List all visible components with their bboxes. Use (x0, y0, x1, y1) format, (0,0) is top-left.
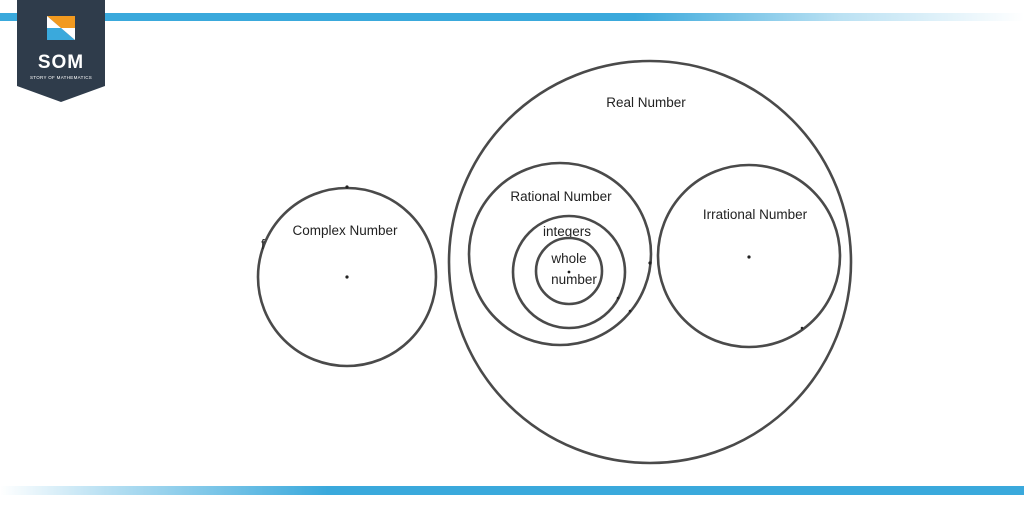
irrational-number-circle (656, 163, 842, 349)
construction-dot (800, 326, 804, 330)
construction-dot (628, 309, 632, 313)
real-number-circle (447, 59, 853, 465)
stray-mark: f (261, 237, 265, 252)
complex-number-label: Complex Number (292, 223, 398, 238)
integers-circle (511, 214, 627, 330)
integers-label: integers (543, 224, 591, 239)
rational-number-circle (467, 161, 653, 347)
som-logo: SOM STORY OF MATHEMATICS (17, 0, 105, 102)
logo-subtitle: STORY OF MATHEMATICS (29, 75, 93, 80)
top-accent-bar (0, 13, 1024, 21)
logo-mark-icon (47, 16, 75, 40)
construction-dot (648, 261, 652, 265)
bottom-accent-bar (0, 486, 1024, 495)
irrational-number-label: Irrational Number (703, 207, 808, 222)
complex-top-dot (345, 185, 349, 189)
logo-badge-shape (17, 0, 105, 102)
complex-center-dot (345, 275, 349, 279)
real-number-label: Real Number (606, 95, 686, 110)
logo-title: SOM (37, 52, 85, 73)
whole-number-label-line2: number (551, 272, 597, 287)
whole-center-dot (567, 270, 571, 274)
construction-dot (616, 296, 620, 300)
whole-number-label-line1: whole (550, 251, 586, 266)
irrational-center-dot (747, 255, 751, 259)
whole-number-circle (534, 236, 604, 306)
rational-number-label: Rational Number (510, 189, 612, 204)
